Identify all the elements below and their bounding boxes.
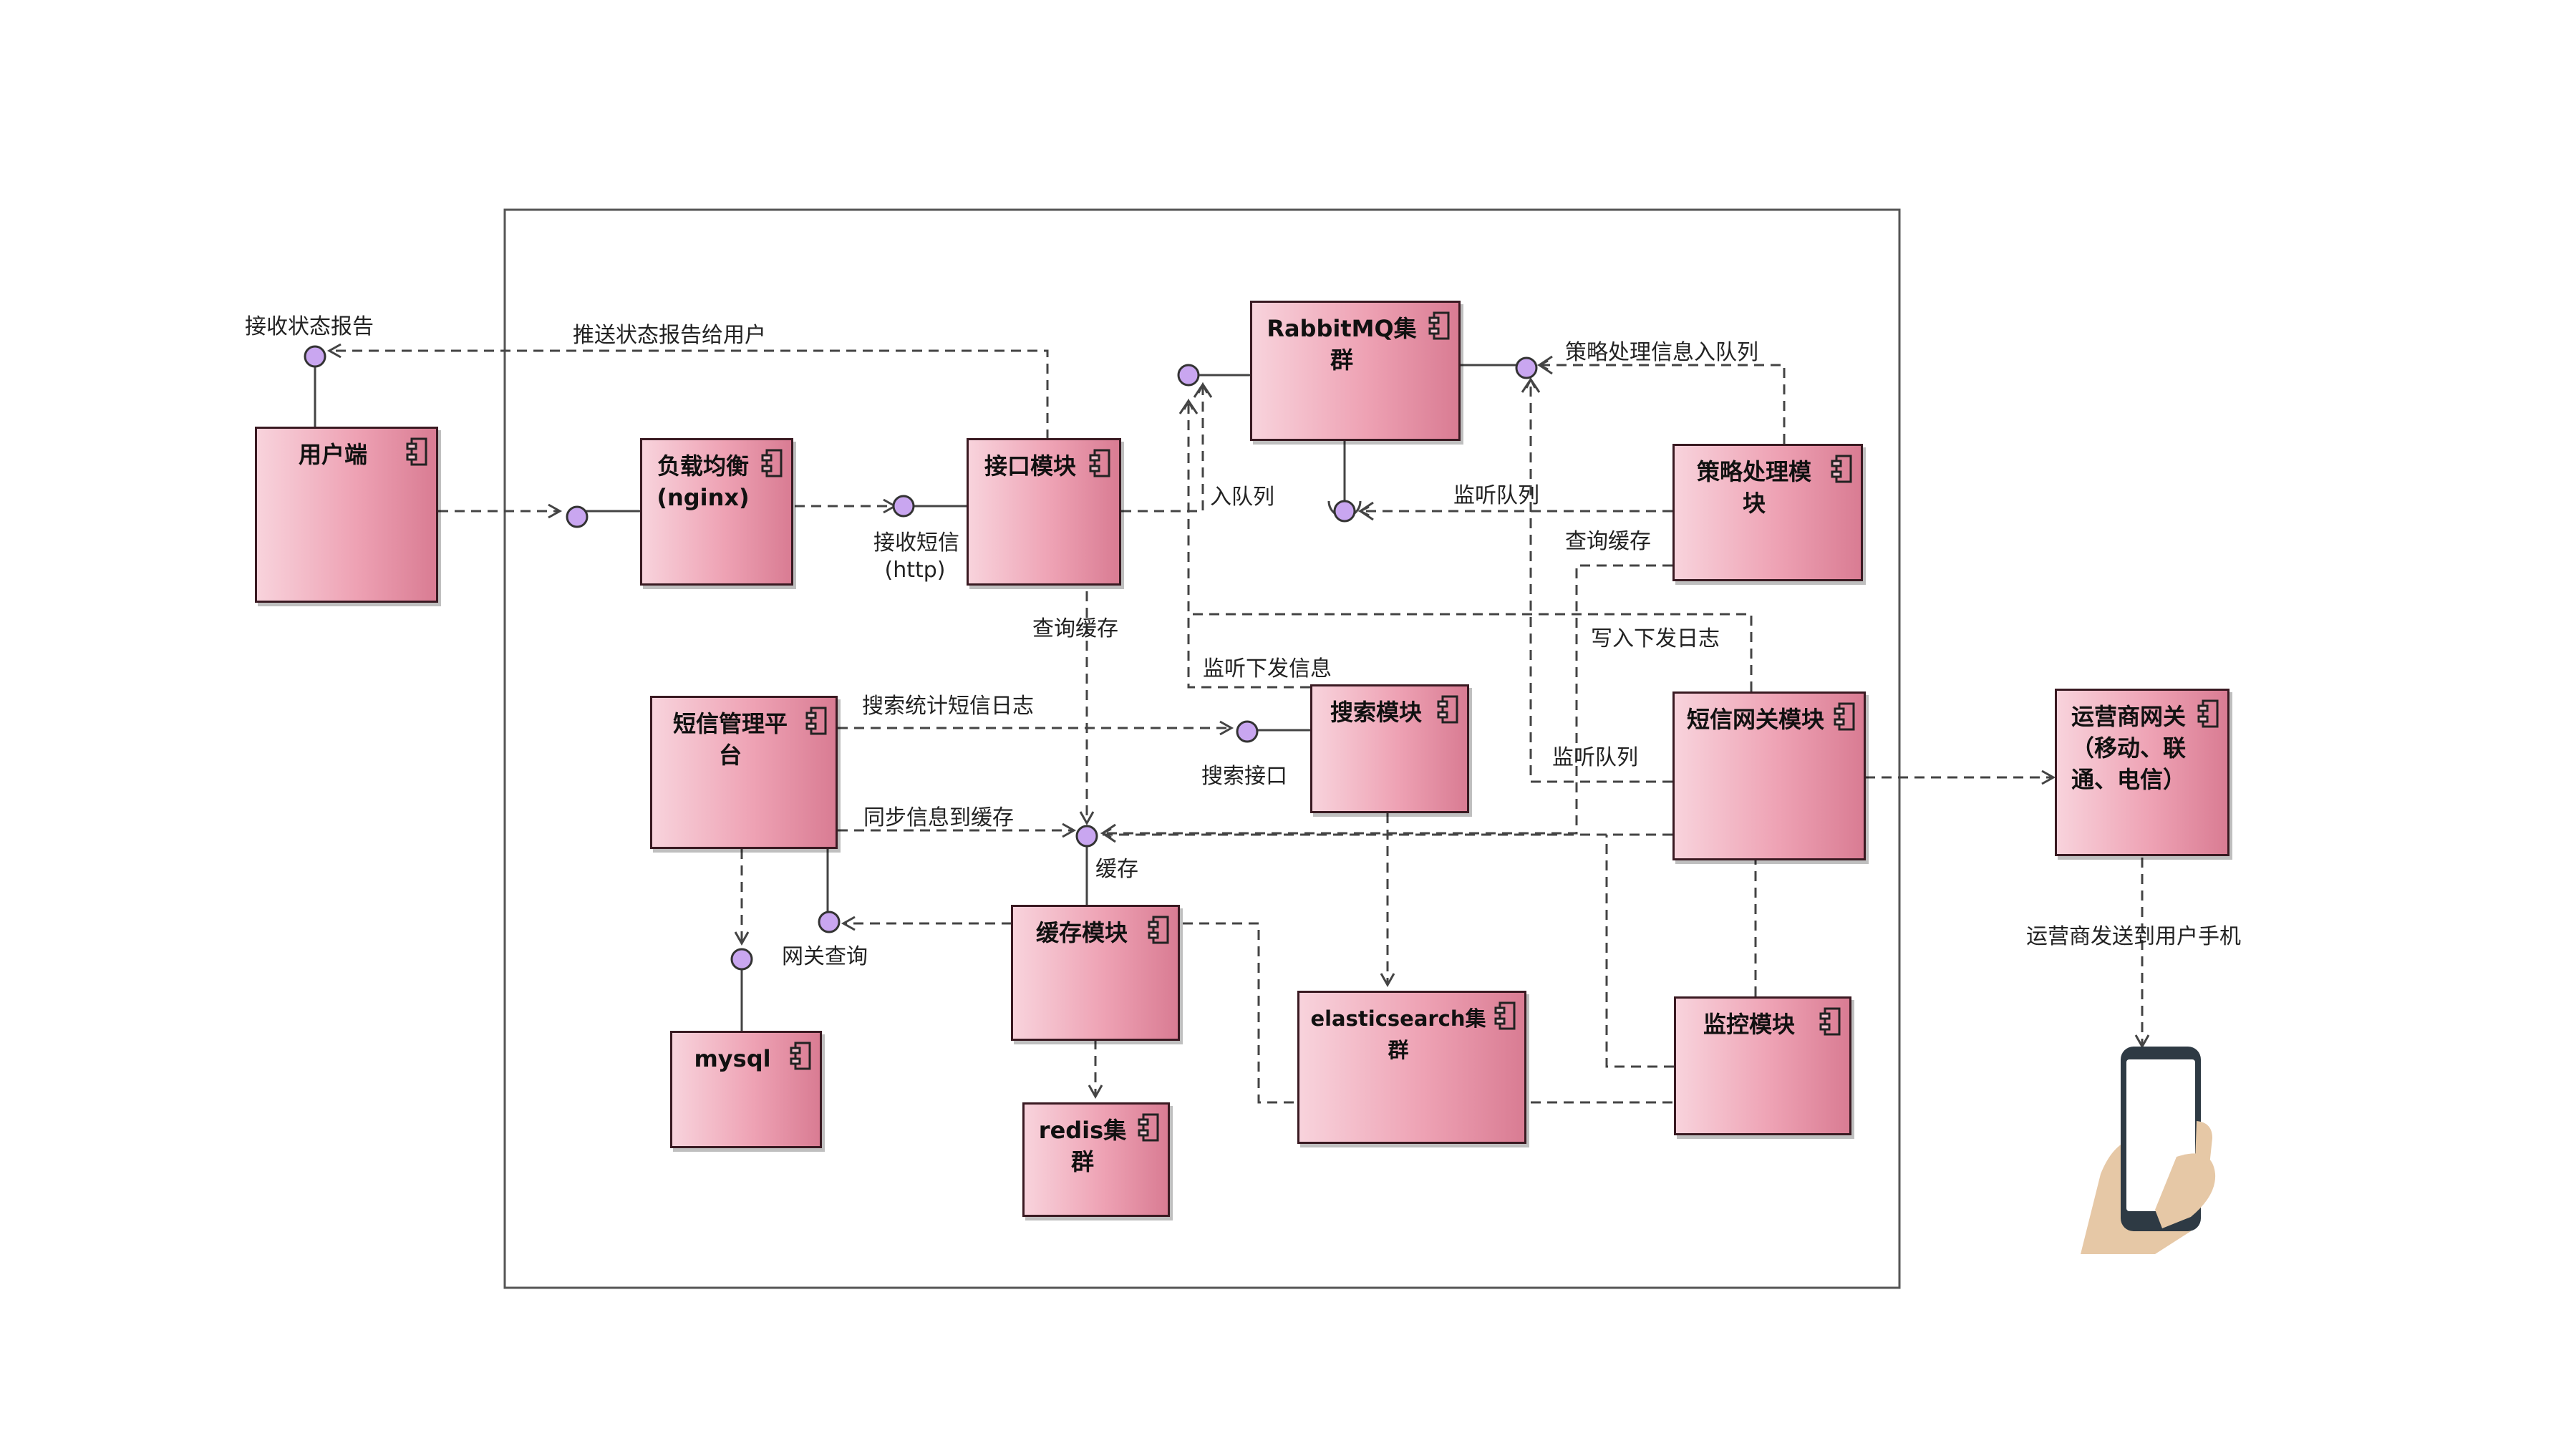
node-search-module[interactable]: 搜索模块	[1310, 684, 1469, 813]
label-receive-report: 接收状态报告	[245, 314, 374, 339]
label-listen-queue-1: 监听队列	[1453, 483, 1539, 508]
label-strategy-enqueue: 策略处理信息入队列	[1565, 340, 1758, 365]
node-cache-module[interactable]: 缓存模块	[1011, 905, 1180, 1041]
node-redis-cluster[interactable]: redis集群	[1022, 1102, 1170, 1217]
label-query-cache-2: 查询缓存	[1565, 529, 1651, 554]
label-listen-send: 监听下发信息	[1203, 656, 1332, 681]
uml-component-icon	[1437, 695, 1458, 724]
node-elasticsearch-cluster[interactable]: elasticsearch集群	[1297, 991, 1526, 1144]
port-search	[1236, 720, 1259, 743]
edge-listen-send	[1178, 398, 1310, 689]
label-query-cache-1: 查询缓存	[1032, 616, 1118, 641]
edge-write-log	[1191, 613, 1753, 691]
label-gateway-query: 网关查询	[782, 944, 868, 969]
port-mq-left	[1177, 364, 1200, 387]
uml-component-icon	[1138, 1113, 1159, 1142]
edge-enqueue	[1121, 382, 1213, 513]
label-write-log: 写入下发日志	[1591, 626, 1720, 651]
uml-component-icon	[1819, 1007, 1841, 1036]
edge-query-cache-2	[1100, 564, 1672, 843]
port-mysql	[730, 948, 753, 971]
label-listen-queue-2: 监听队列	[1552, 745, 1638, 770]
port-mq-right	[1515, 356, 1538, 379]
uml-component-icon	[805, 707, 827, 735]
label-search-log: 搜索统计短信日志	[862, 694, 1034, 719]
edge-listen-queue-2	[1521, 377, 1672, 783]
hand-holding-phone-icon	[2081, 1047, 2216, 1254]
uml-component-icon	[761, 449, 783, 477]
label-search-api: 搜索接口	[1201, 764, 1287, 789]
uml-component-icon	[1834, 702, 1855, 731]
edge-push-report	[326, 343, 1049, 440]
node-load-balancer[interactable]: 负载均衡 (nginx)	[640, 438, 793, 586]
label-sync-cache: 同步信息到缓存	[863, 805, 1014, 830]
uml-component-icon	[406, 437, 427, 466]
port-admin	[818, 911, 841, 933]
uml-component-icon	[2197, 699, 2219, 728]
uml-component-icon	[1831, 455, 1852, 483]
port-receive-report	[304, 345, 326, 368]
node-rabbitmq-cluster[interactable]: RabbitMQ集群	[1250, 301, 1461, 441]
uml-component-icon	[1428, 311, 1450, 340]
node-monitor-module[interactable]: 监控模块	[1674, 996, 1851, 1135]
node-carrier-gateway[interactable]: 运营商网关 （移动、联 通、电信）	[2055, 689, 2229, 856]
port-lb	[566, 505, 589, 528]
uml-component-icon	[1089, 449, 1110, 477]
system-boundary	[503, 208, 1901, 1289]
label-push-report: 推送状态报告给用户	[573, 323, 766, 348]
port-cache	[1075, 825, 1098, 848]
uml-component-icon	[1494, 1001, 1516, 1030]
node-sms-gateway-module[interactable]: 短信网关模块	[1672, 691, 1866, 860]
port-mq-bottom	[1333, 500, 1356, 523]
label-cache-interface: 缓存	[1095, 857, 1138, 882]
node-mysql[interactable]: mysql	[670, 1031, 822, 1148]
port-receive-sms	[892, 495, 915, 518]
label-receive-sms-http: (http)	[884, 558, 946, 583]
edge-gateway-query	[841, 916, 1672, 1104]
label-enqueue: 入队列	[1210, 485, 1274, 510]
node-sms-admin-platform[interactable]: 短信管理平 台	[650, 696, 838, 849]
uml-component-icon	[1148, 916, 1169, 944]
node-strategy-module[interactable]: 策略处理模 块	[1672, 444, 1863, 581]
edge-strategy-enqueue	[1536, 355, 1786, 444]
label-carrier-send: 运营商发送到用户手机	[2026, 924, 2241, 949]
node-api-module[interactable]: 接口模块	[967, 438, 1121, 586]
label-receive-sms: 接收短信	[873, 530, 959, 555]
edge-monitor-gateway	[1605, 835, 1674, 1068]
uml-component-icon	[790, 1042, 811, 1070]
node-user-client[interactable]: 用户端	[255, 427, 438, 603]
